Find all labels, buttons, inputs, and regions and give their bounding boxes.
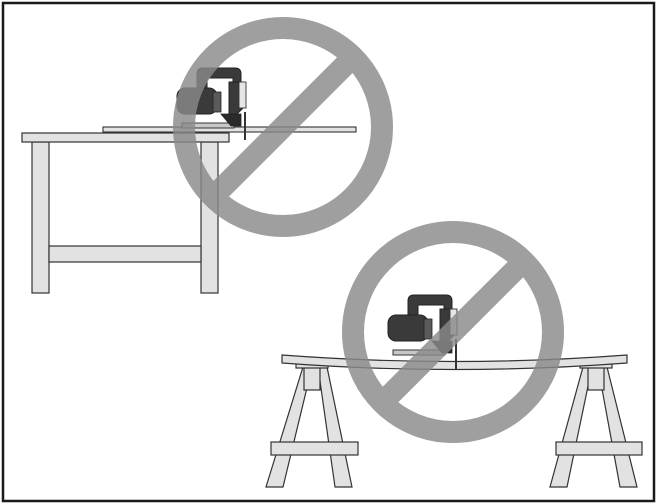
table-leg-left	[31, 141, 50, 294]
sawhorse-right-brace	[555, 441, 643, 456]
jigsaw-base-front	[220, 113, 242, 127]
workbench-icon	[21, 132, 230, 294]
scene-sawhorses	[265, 221, 643, 488]
prohibition-sign-icon	[173, 17, 393, 237]
sawhorse-left-brace	[270, 441, 359, 456]
prohibition-sign-icon	[342, 221, 564, 443]
table-leg-right	[200, 141, 219, 294]
jigsaw-guard	[238, 81, 247, 109]
jigsaw-vents	[212, 91, 222, 113]
jigsaw-vents	[423, 318, 433, 340]
table-stretcher	[48, 245, 202, 263]
table-top	[21, 132, 230, 143]
scene-table-overhang	[21, 17, 393, 294]
jigsaw-motor	[387, 314, 429, 342]
